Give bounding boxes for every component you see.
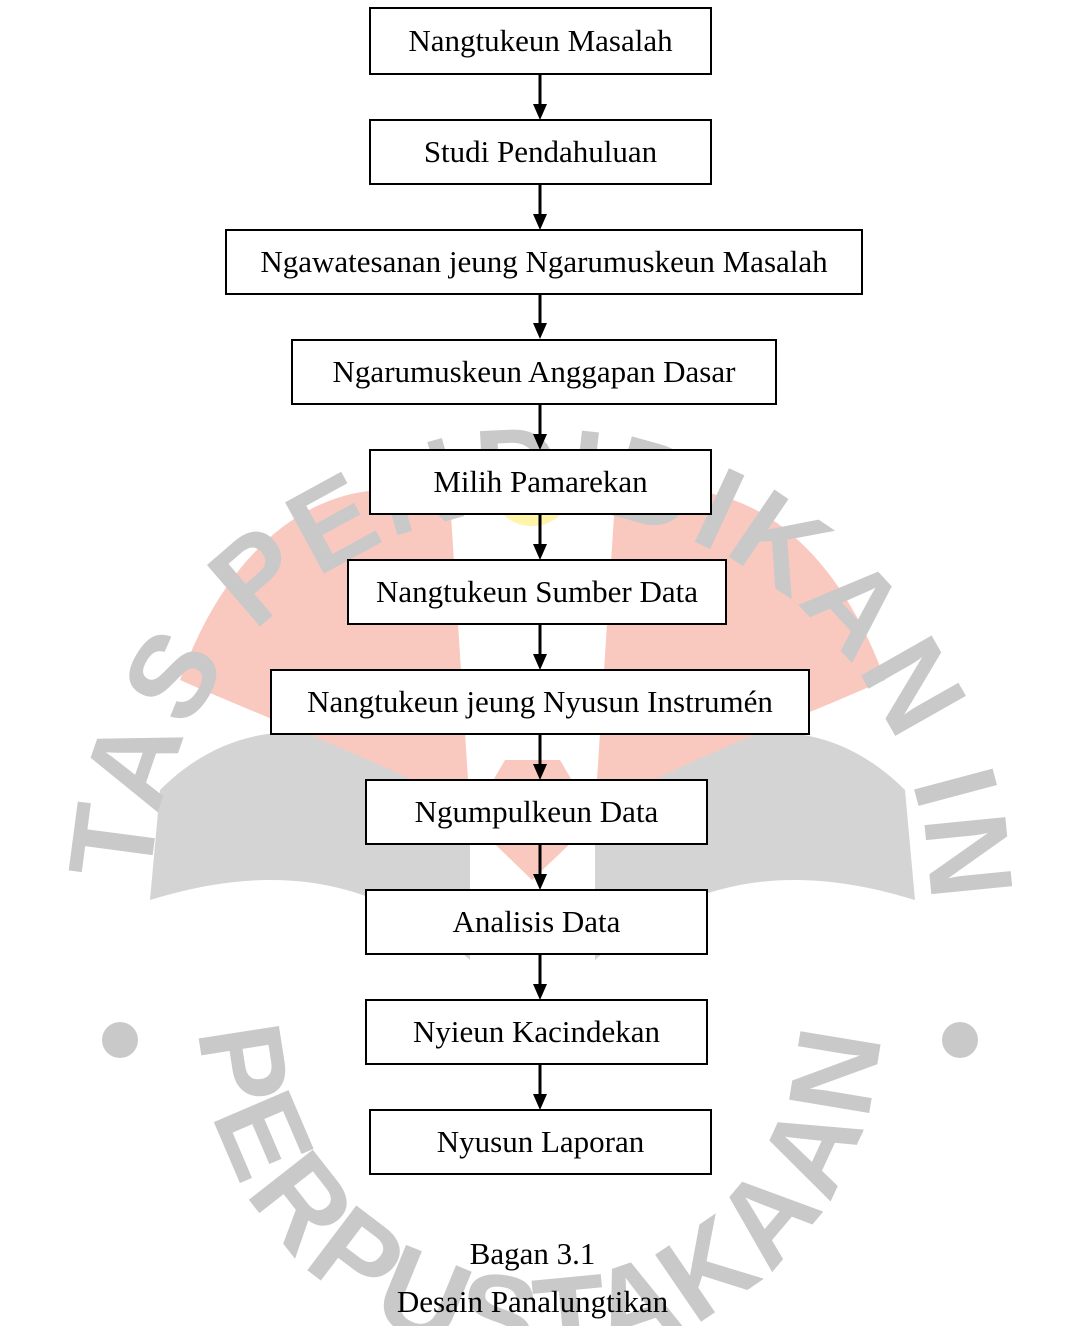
- figure-label: Bagan 3.1: [469, 1236, 596, 1271]
- step-box-6: Nangtukeun Sumber Data: [347, 559, 727, 625]
- step-label-8: Ngumpulkeun Data: [414, 794, 659, 829]
- watermark-left-dot: [102, 1022, 138, 1058]
- step-box-7: Nangtukeun jeung Nyusun Instrumén: [270, 669, 810, 735]
- step-box-1: Nangtukeun Masalah: [369, 7, 712, 75]
- step-box-9: Analisis Data: [365, 889, 708, 955]
- step-label-11: Nyusun Laporan: [436, 1124, 645, 1159]
- step-label-2: Studi Pendahuluan: [423, 134, 658, 169]
- figure-title: Desain Panalungtikan: [396, 1284, 669, 1319]
- step-box-4: Ngarumuskeun Anggapan Dasar: [291, 339, 777, 405]
- step-label-1: Nangtukeun Masalah: [408, 23, 673, 58]
- step-box-11: Nyusun Laporan: [369, 1109, 712, 1175]
- step-label-4: Ngarumuskeun Anggapan Dasar: [332, 354, 736, 389]
- step-label-5: Milih Pamarekan: [433, 464, 648, 499]
- step-label-10: Nyieun Kacindekan: [412, 1014, 661, 1049]
- step-label-6: Nangtukeun Sumber Data: [376, 574, 698, 609]
- step-box-8: Ngumpulkeun Data: [365, 779, 708, 845]
- step-label-7: Nangtukeun jeung Nyusun Instrumén: [307, 684, 773, 719]
- step-label-3: Ngawatesanan jeung Ngarumuskeun Masalah: [260, 244, 828, 279]
- step-label-9: Analisis Data: [452, 904, 621, 939]
- step-box-5: Milih Pamarekan: [369, 449, 712, 515]
- step-box-2: Studi Pendahuluan: [369, 119, 712, 185]
- watermark-right-dot: [942, 1022, 978, 1058]
- step-box-3: Ngawatesanan jeung Ngarumuskeun Masalah: [225, 229, 863, 295]
- step-box-10: Nyieun Kacindekan: [365, 999, 708, 1065]
